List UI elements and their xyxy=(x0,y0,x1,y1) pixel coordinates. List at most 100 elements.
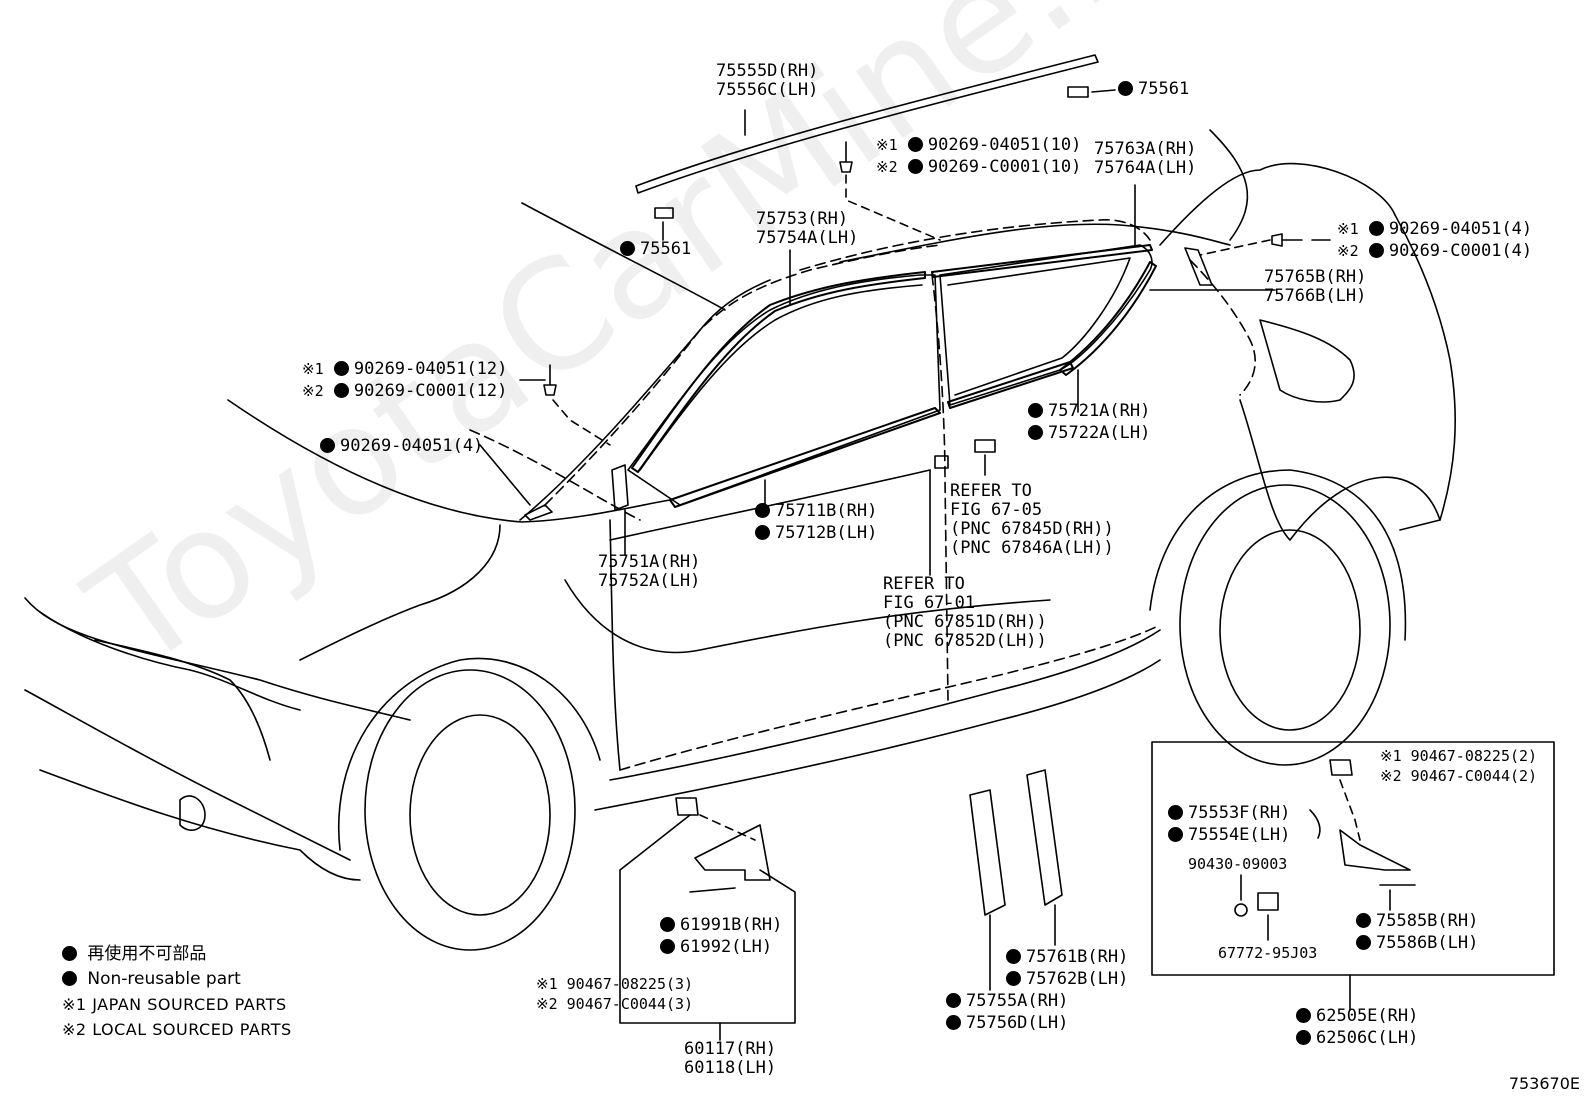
callout-90269-top: ※1 90269-04051(10) ※2 90269-C0001(10) xyxy=(876,134,1081,178)
part-number: 75761B(RH) xyxy=(1026,947,1129,967)
non-reusable-dot-icon xyxy=(1028,403,1043,418)
refer-text: REFER TO xyxy=(950,481,1032,501)
part-number: 75721A(RH) xyxy=(1048,401,1151,421)
non-reusable-dot-icon xyxy=(1368,221,1384,236)
source-mark: ※2 xyxy=(536,995,558,1013)
part-number: 90467-08225(2) xyxy=(1410,747,1538,765)
grommet-60117 xyxy=(675,797,699,816)
screw-top xyxy=(839,141,853,173)
non-reusable-dot-icon xyxy=(1006,971,1021,986)
part-number: 60118(LH) xyxy=(684,1058,777,1078)
door-character-line xyxy=(564,579,1051,654)
callout-60117: 60117(RH) 60118(LH) xyxy=(684,1040,776,1078)
non-reusable-dot-icon xyxy=(1368,243,1384,258)
callout-75561-right: 75561 xyxy=(1118,80,1189,99)
front-door-frame-molding xyxy=(631,271,926,473)
callout-75763: 75763A(RH) 75764A(LH) xyxy=(1094,140,1196,178)
mudguard-61991 xyxy=(694,824,771,881)
legend-row-4: ※2 LOCAL SOURCED PARTS xyxy=(62,1017,292,1042)
part-number: 75711B(RH) xyxy=(775,501,878,521)
part-number: 62505E(RH) xyxy=(1316,1006,1419,1026)
refer-text: (PNC 67845D(RH)) xyxy=(950,519,1114,539)
refer-text: FIG 67-05 xyxy=(950,500,1043,520)
part-number: 75712B(LH) xyxy=(775,523,878,543)
part-number: 75555D(RH) xyxy=(716,61,819,81)
figure-id: 753670E xyxy=(1508,1074,1580,1093)
clip-75561-right xyxy=(1067,86,1089,98)
callout-90430: 90430-09003 xyxy=(1188,855,1287,874)
part-number: 75756D(LH) xyxy=(966,1013,1069,1033)
source-mark: ※2 xyxy=(62,1020,87,1039)
legend-row-2: Non-reusable part xyxy=(62,967,292,992)
part-number: 75553F(RH) xyxy=(1188,803,1291,823)
part-number: 90467-C0044(2) xyxy=(1410,767,1538,785)
source-mark: ※1 xyxy=(302,360,324,378)
callout-61991: 61991B(RH) 61992(LH) xyxy=(660,914,782,958)
bracket-refer-67-01 xyxy=(934,455,949,469)
mudguard-strip xyxy=(689,887,736,893)
part-number: 75561 xyxy=(1138,79,1190,99)
rear-wheel-arch xyxy=(1149,469,1407,641)
leader-75561-right xyxy=(1091,89,1116,93)
part-number: 90269-C0001(12) xyxy=(353,381,508,401)
non-reusable-dot-icon xyxy=(1028,425,1043,440)
rocker-panel xyxy=(594,659,1161,811)
fog-lamp xyxy=(179,795,206,831)
headlamp xyxy=(94,639,271,761)
non-reusable-dot-icon xyxy=(946,993,961,1008)
part-number: 62506C(LH) xyxy=(1316,1028,1419,1048)
pillar-garnish-75755 xyxy=(969,789,1006,916)
clip-75561-left xyxy=(654,207,674,219)
callout-90467-box: ※1 90467-08225(2) ※2 90467-C0044(2) xyxy=(1380,746,1537,786)
callout-90269-single: 90269-04051(4) xyxy=(320,437,483,456)
rear-door-window xyxy=(939,244,1153,406)
source-mark: ※1 xyxy=(1380,747,1402,765)
front-grille-line xyxy=(39,611,301,711)
legend-text: LOCAL SOURCED PARTS xyxy=(92,1020,292,1039)
legend-text: 再使用不可部品 xyxy=(87,944,207,964)
rear-door-window-inner xyxy=(947,257,1131,396)
clip-75765 xyxy=(1184,247,1213,286)
strip-75553 xyxy=(1309,809,1321,839)
refer-text: FIG 67-01 xyxy=(883,593,976,613)
rear-body xyxy=(1394,214,1456,531)
part-number: 75586B(LH) xyxy=(1376,933,1479,953)
callout-75751: 75751A(RH) 75752A(LH) xyxy=(598,553,700,591)
refer-text: (PNC 67851D(RH)) xyxy=(883,612,1047,632)
legend-text: JAPAN SOURCED PARTS xyxy=(92,995,287,1014)
lower-door-dashed xyxy=(619,624,1161,771)
part-number: 61992(LH) xyxy=(680,937,773,957)
part-number: 75765B(RH) xyxy=(1264,267,1367,287)
non-reusable-dot-icon xyxy=(1356,913,1371,928)
screw-left xyxy=(543,364,557,396)
rocker-inner xyxy=(609,629,1161,781)
rear-wheel-inner xyxy=(1219,529,1361,731)
callout-75761: 75761B(RH) 75762B(LH) xyxy=(1006,946,1128,990)
roof-rail xyxy=(635,54,1099,194)
part-number: 75762B(LH) xyxy=(1026,969,1129,989)
callout-refer-fig-67-05: REFER TO FIG 67-05 (PNC 67845D(RH)) (PNC… xyxy=(950,482,1114,558)
part-number: 67772-95J03 xyxy=(1218,944,1318,962)
a-pillar xyxy=(519,279,771,521)
part-number: 75752A(LH) xyxy=(598,571,701,591)
front-wheel-outer xyxy=(364,669,576,951)
front-bumper-outline xyxy=(24,597,411,721)
front-wheel-arch xyxy=(338,657,601,851)
rear-door-frame-molding xyxy=(1059,261,1157,376)
callout-75711: 75711B(RH) 75712B(LH) xyxy=(755,500,877,544)
part-number: 90269-04051(4) xyxy=(340,436,484,456)
grommet-90467 xyxy=(1329,759,1353,776)
front-wheel-inner xyxy=(409,714,551,916)
non-reusable-dot-icon xyxy=(946,1015,961,1030)
non-reusable-dot-icon xyxy=(907,159,923,174)
callout-75755: 75755A(RH) 75756D(LH) xyxy=(946,990,1068,1034)
legend-row-3: ※1 JAPAN SOURCED PARTS xyxy=(62,992,292,1017)
rear-roof-molding xyxy=(931,244,1153,278)
part-number: 75561 xyxy=(640,239,692,259)
front-lower-edge xyxy=(39,769,361,881)
source-mark: ※1 xyxy=(536,975,558,993)
legend: 再使用不可部品 Non-reusable part ※1 JAPAN SOURC… xyxy=(62,942,292,1042)
part-number: 90467-C0044(3) xyxy=(566,995,694,1013)
part-number: 90269-04051(10) xyxy=(927,135,1082,155)
